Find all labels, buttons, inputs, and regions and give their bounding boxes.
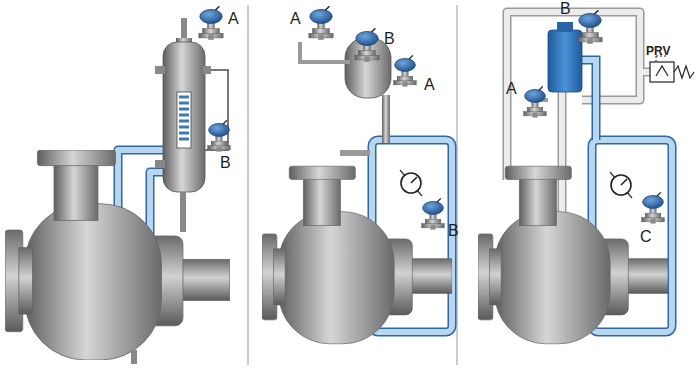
callout-letter: B <box>448 222 459 240</box>
callout-letter: B <box>384 30 395 48</box>
callout-letter: A <box>506 80 517 98</box>
valve-label: PRV <box>646 44 670 58</box>
callout-letter: A <box>424 76 435 94</box>
callout-letter: A <box>228 10 239 28</box>
callout-letter: B <box>220 154 231 172</box>
callout-letter: B <box>560 0 571 18</box>
callout-letter: A <box>290 10 301 28</box>
callout-letter: C <box>640 228 652 246</box>
